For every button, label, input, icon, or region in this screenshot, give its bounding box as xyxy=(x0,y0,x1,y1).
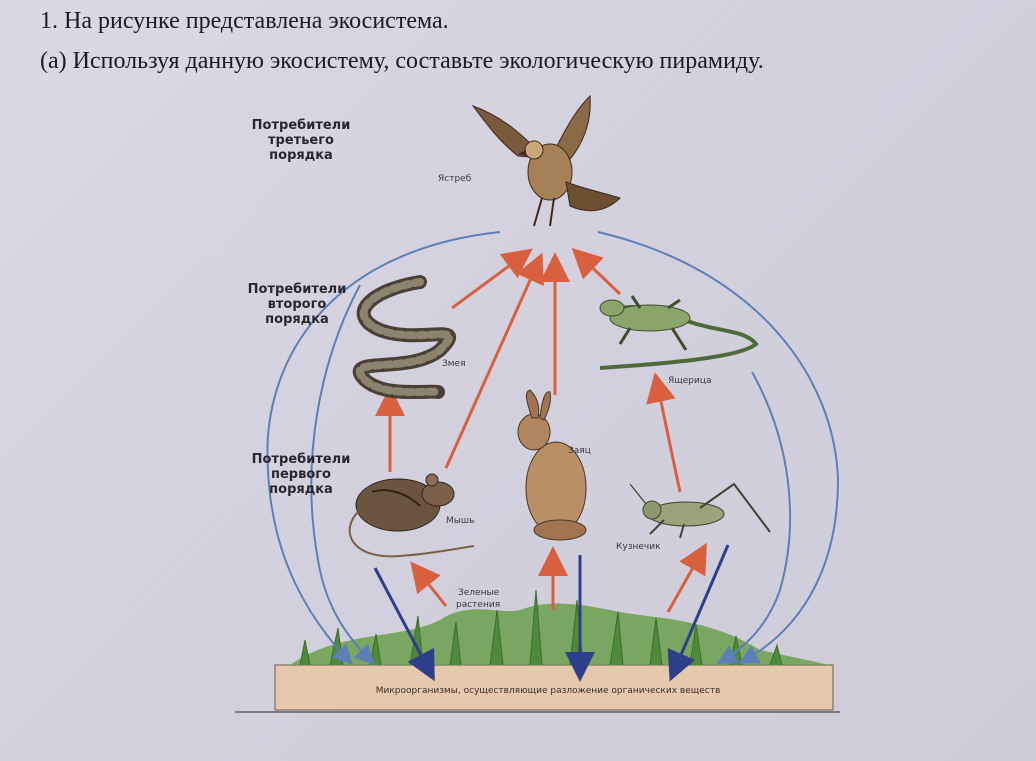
label-snake: Змея xyxy=(442,359,466,369)
question-line-1: 1. На рисунке представлена экосистема. xyxy=(40,8,449,34)
level-primary-line-2: первого xyxy=(271,467,331,482)
cycle-arc-left-outer xyxy=(266,231,501,665)
label-hawk: Ястреб xyxy=(438,174,472,184)
label-hare: Заяц xyxy=(568,446,591,456)
snake-illustration xyxy=(352,275,456,400)
level-secondary-line-1: Потребители xyxy=(247,282,347,297)
level-primary-consumers: Потребители первого порядка xyxy=(228,452,374,497)
level-primary-line-3: порядка xyxy=(269,482,333,497)
level-primary-line-1: Потребители xyxy=(251,452,351,467)
decomposition-arrows xyxy=(373,544,730,682)
arrow-mouse-to-hawk xyxy=(444,252,544,469)
level-secondary-line-3: порядка xyxy=(265,312,329,327)
level-secondary-line-2: второго xyxy=(267,297,327,312)
level-tertiary-line-3: порядка xyxy=(269,148,333,163)
arrow-grasshopper-to-lizard xyxy=(646,372,682,493)
label-grasshopper: Кузнечик xyxy=(616,542,661,552)
decomposers-label: Микроорганизмы, осуществляющие разложени… xyxy=(375,686,721,696)
arrow-snake-to-hawk xyxy=(451,248,533,310)
grasshopper-illustration xyxy=(629,482,771,539)
cycle-arc-right-outer xyxy=(597,231,840,664)
cycle-arc-right-inner xyxy=(716,371,792,664)
hawk-illustration xyxy=(471,94,621,227)
arrow-grasshopper-to-soil xyxy=(667,544,730,682)
green-plants xyxy=(290,589,830,666)
label-lizard: Ящерица xyxy=(668,376,712,386)
hare-illustration xyxy=(517,389,587,541)
label-mouse: Мышь xyxy=(446,516,475,526)
arrow-plants-to-mouse xyxy=(410,561,448,607)
soil-strip xyxy=(274,664,834,711)
level-tertiary-line-2: третьего xyxy=(268,133,334,148)
arrow-mouse-to-soil xyxy=(373,567,435,682)
label-plants-line-1: Зеленые xyxy=(458,588,500,598)
mouse-illustration xyxy=(348,473,475,558)
level-tertiary-consumers: Потребители третьего порядка xyxy=(228,118,374,163)
level-tertiary-line-1: Потребители xyxy=(251,118,351,133)
question-line-2: (а) Используя данную экосистему, составь… xyxy=(40,48,764,74)
label-plants-line-2: растения xyxy=(456,600,501,610)
energy-arrows xyxy=(375,247,707,613)
lizard-illustration xyxy=(599,295,759,370)
level-secondary-consumers: Потребители второго порядка xyxy=(224,282,370,327)
cycle-arc-left-inner xyxy=(310,284,375,665)
arrow-plants-to-grasshopper xyxy=(666,542,707,613)
arrow-lizard-to-hawk xyxy=(571,247,622,296)
